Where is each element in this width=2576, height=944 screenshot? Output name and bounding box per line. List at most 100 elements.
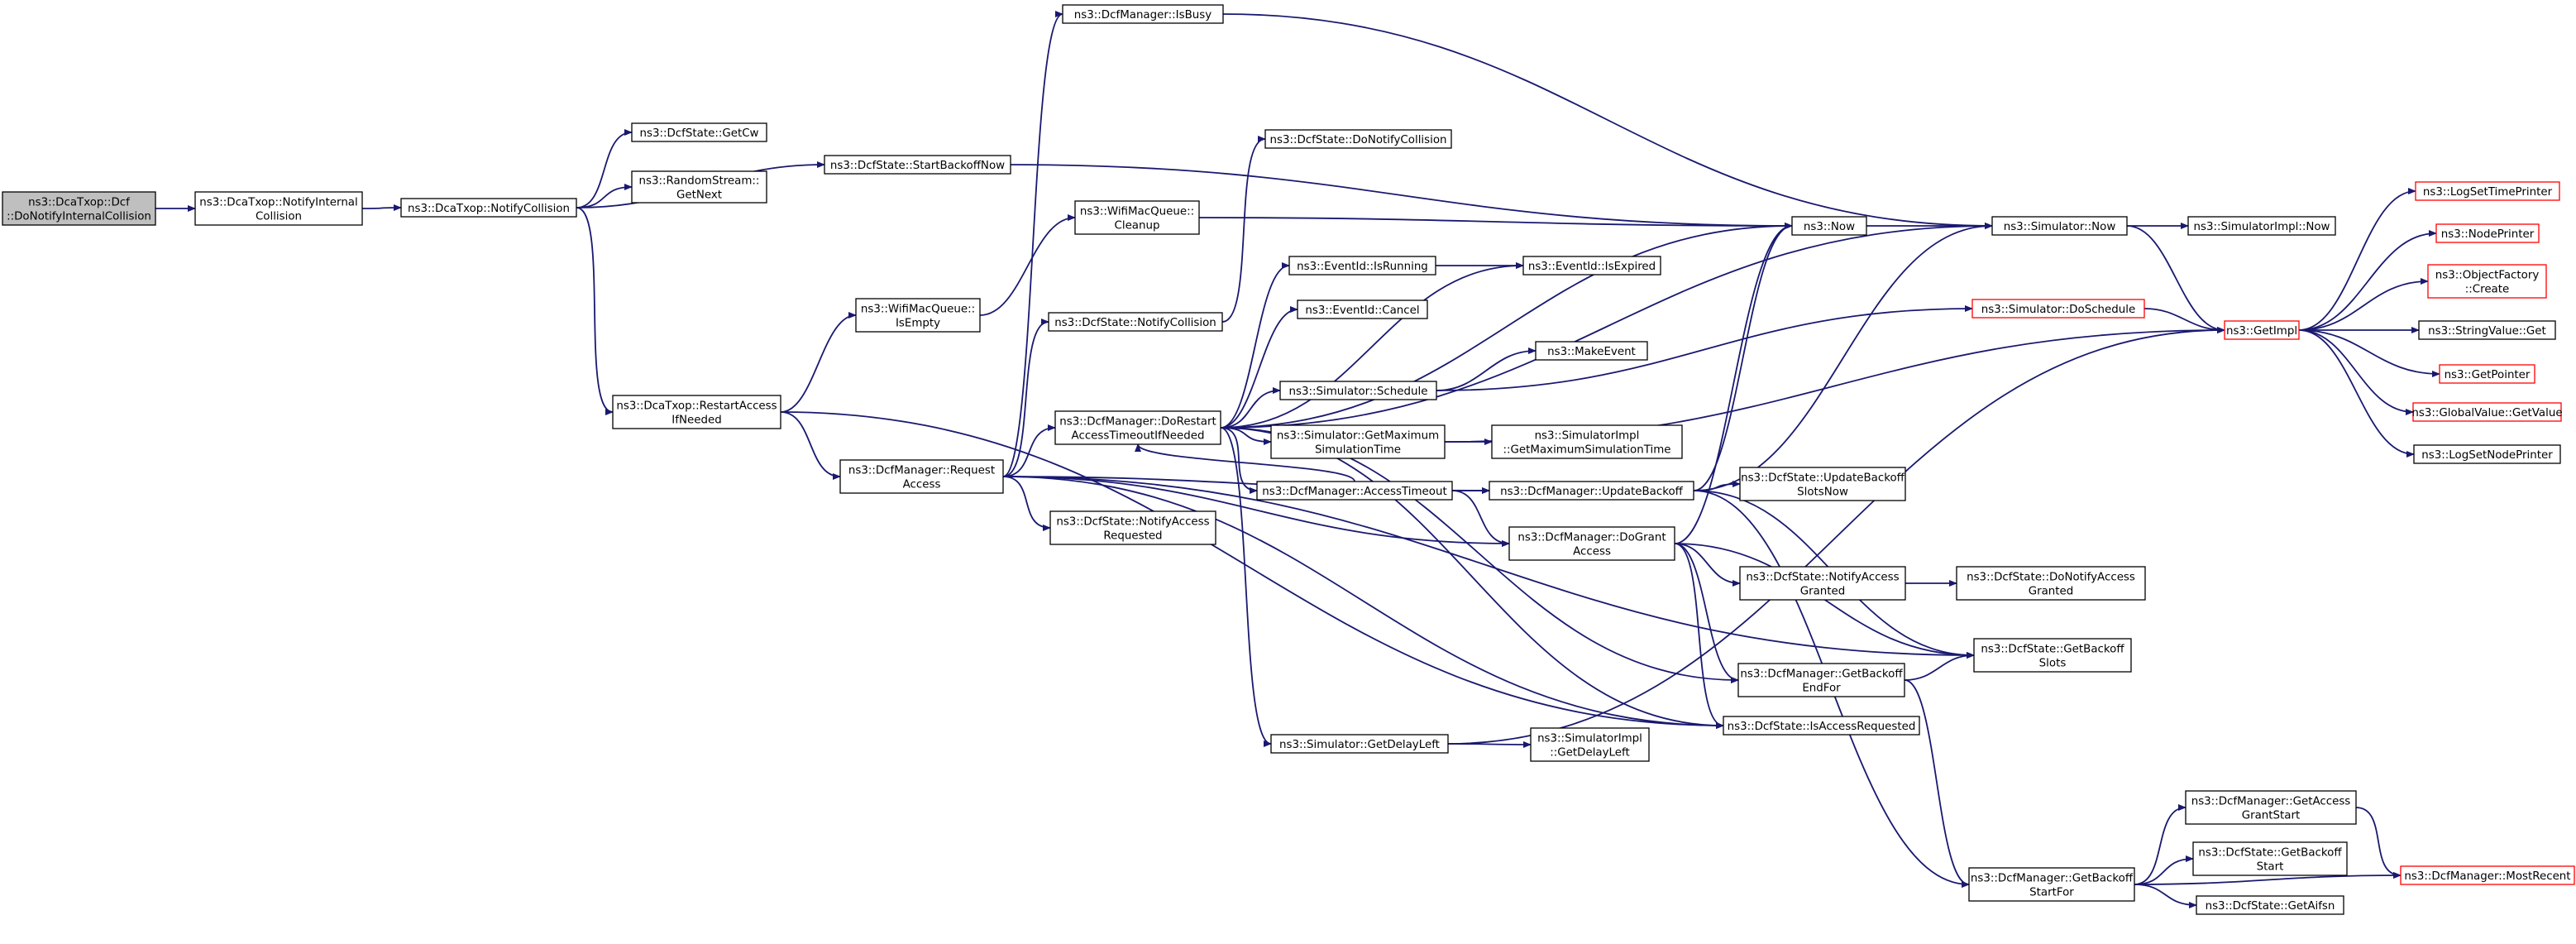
node-box: [1270, 424, 1446, 459]
node-label: ns3::DcaTxop::NotifyCollision: [408, 203, 570, 215]
node-getaifsn[interactable]: ns3::DcfState::GetAifsn: [2196, 895, 2344, 915]
node-implgetmax[interactable]: ns3::SimulatorImpl::GetMaximumSimulation…: [1491, 424, 1683, 459]
edge-accesstimeout-to-dogrant: [1451, 490, 1510, 547]
node-dorestart[interactable]: ns3::DcfManager::DoRestartAccessTimeoutI…: [1054, 410, 1221, 445]
node-label: ns3::Simulator::DoSchedule: [1981, 304, 2135, 316]
node-updatebackoff[interactable]: ns3::DcfManager::UpdateBackoff: [1489, 481, 1694, 501]
edge-startbackoff-to-ns3now: [1010, 164, 1793, 229]
node-box: [2400, 865, 2575, 885]
node-eventisexpired[interactable]: ns3::EventId::IsExpired: [1522, 256, 1661, 276]
node-makeevent[interactable]: ns3::MakeEvent: [1535, 341, 1648, 361]
node-simdoschedule[interactable]: ns3::Simulator::DoSchedule: [1971, 299, 2145, 319]
node-label: Requested: [1103, 530, 1162, 543]
node-eventcancel[interactable]: ns3::EventId::Cancel: [1297, 299, 1428, 319]
node-isaccessrequested[interactable]: ns3::DcfState::IsAccessRequested: [1723, 716, 1920, 736]
node-nodeprinter[interactable]: ns3::NodePrinter: [2435, 223, 2540, 243]
node-box: [631, 122, 767, 142]
edge-statenotifycollision-to-donotifycollision: [1221, 136, 1266, 323]
edge-restartaccess-to-requestaccess: [780, 411, 841, 480]
node-stringvalueget[interactable]: ns3::StringValue::Get: [2418, 320, 2556, 340]
node-root[interactable]: ns3::DcaTxop::Dcf::DoNotifyInternalColli…: [2, 191, 156, 226]
node-isempty[interactable]: ns3::WifiMacQueue::IsEmpty: [855, 298, 981, 333]
node-ns3now[interactable]: ns3::Now: [1791, 216, 1867, 236]
edge-dorestart-to-accesstimeout: [1220, 427, 1258, 494]
node-label: SimulationTime: [1315, 444, 1401, 457]
node-notifyinternal[interactable]: ns3::DcaTxop::NotifyInternalCollision: [194, 191, 363, 226]
node-label: ns3::DcfState::GetAifsn: [2206, 900, 2335, 913]
edge-notifycollision-to-restartaccess: [576, 207, 614, 415]
node-logsettimeprinter[interactable]: ns3::LogSetTimePrinter: [2415, 181, 2560, 201]
node-mostrecent[interactable]: ns3::DcfManager::MostRecent: [2400, 865, 2575, 885]
edge-requestaccess-to-isbusy: [1002, 11, 1063, 477]
node-donotifycollision[interactable]: ns3::DcfState::DoNotifyCollision: [1264, 129, 1452, 149]
node-objectfactory[interactable]: ns3::ObjectFactory::Create: [2427, 264, 2547, 299]
node-box: [1264, 129, 1452, 149]
node-box: [2192, 841, 2348, 876]
node-box: [1530, 727, 1650, 762]
node-box: [1739, 467, 1906, 501]
node-box: [1508, 526, 1675, 561]
node-getcw[interactable]: ns3::DcfState::GetCw: [631, 122, 767, 142]
node-getpointer[interactable]: ns3::GetPointer: [2439, 364, 2535, 384]
node-box: [1971, 299, 2145, 319]
node-box: [1062, 4, 1224, 24]
node-notifycollision[interactable]: ns3::DcaTxop::NotifyCollision: [400, 198, 577, 218]
node-simgetmax[interactable]: ns3::Simulator::GetMaximumSimulationTime: [1270, 424, 1446, 459]
node-label: IfNeeded: [671, 414, 721, 427]
node-label: ns3::WifiMacQueue::: [1080, 206, 1194, 218]
node-statenotifycollision[interactable]: ns3::DcfState::NotifyCollision: [1048, 312, 1223, 332]
node-globalvalue[interactable]: ns3::GlobalValue::GetValue: [2411, 402, 2563, 422]
node-box: [2224, 320, 2300, 340]
edge-dorestart-to-simgetdelayleft: [1220, 427, 1272, 747]
edge-simdoschedule-to-getimpl: [2143, 308, 2225, 333]
node-label: ns3::DcfManager::UpdateBackoff: [1500, 486, 1684, 498]
node-randomnext[interactable]: ns3::RandomStream::GetNext: [631, 170, 767, 204]
node-label: ns3::GlobalValue::GetValue: [2411, 407, 2562, 419]
node-label: ns3::Simulator::GetMaximum: [1277, 430, 1439, 443]
node-box: [1739, 566, 1906, 601]
node-startbackoff[interactable]: ns3::DcfState::StartBackoffNow: [824, 155, 1011, 175]
edge-requestaccess-to-dogrant: [1002, 476, 1510, 547]
node-eventisrunning[interactable]: ns3::EventId::IsRunning: [1288, 256, 1436, 276]
edge-restartaccess-to-isempty: [780, 312, 857, 413]
node-label: ns3::DcfManager::AccessTimeout: [1262, 486, 1446, 498]
node-label: ns3::DcfManager::DoGrant: [1517, 532, 1666, 544]
node-label: ns3::DcfState::NotifyAccess: [1056, 516, 1209, 529]
node-accesstimeout[interactable]: ns3::DcfManager::AccessTimeout: [1256, 481, 1453, 501]
node-label: Granted: [1800, 586, 1846, 598]
node-simnow[interactable]: ns3::Simulator::Now: [1991, 216, 2128, 236]
node-implnow[interactable]: ns3::SimulatorImpl::Now: [2187, 216, 2336, 236]
edge-simnow-to-getimpl: [2126, 225, 2225, 333]
edge-simschedule-to-makeevent: [1436, 347, 1537, 391]
node-label: ns3::LogSetNodePrinter: [2421, 449, 2553, 462]
node-label: ns3::DcfManager::GetAccess: [2191, 796, 2351, 808]
node-label: ns3::DcfState::DoNotifyAccess: [1967, 572, 2135, 584]
node-label: ns3::StringValue::Get: [2428, 325, 2546, 338]
node-isbusy[interactable]: ns3::DcfManager::IsBusy: [1062, 4, 1224, 24]
node-simschedule[interactable]: ns3::Simulator::Schedule: [1279, 381, 1437, 400]
edge-getimpl-to-nodeprinter: [2298, 230, 2437, 331]
node-implgetdelay[interactable]: ns3::SimulatorImpl::GetDelayLeft: [1530, 727, 1650, 762]
node-label: ns3::DcfState::IsAccessRequested: [1728, 721, 1916, 733]
node-logsetnodeprinter[interactable]: ns3::LogSetNodePrinter: [2413, 444, 2561, 464]
node-label: ns3::DcaTxop::NotifyInternal: [199, 197, 357, 209]
node-getimpl[interactable]: ns3::GetImpl: [2224, 320, 2300, 340]
node-label: ns3::SimulatorImpl: [1537, 733, 1642, 745]
node-label: ns3::DcfState::DoNotifyCollision: [1269, 134, 1446, 146]
node-simgetdelayleft[interactable]: ns3::Simulator::GetDelayLeft: [1270, 734, 1449, 754]
node-label: ns3::EventId::IsRunning: [1297, 261, 1428, 273]
node-box: [1049, 510, 1216, 545]
node-cleanup[interactable]: ns3::WifiMacQueue::Cleanup: [1074, 200, 1200, 235]
